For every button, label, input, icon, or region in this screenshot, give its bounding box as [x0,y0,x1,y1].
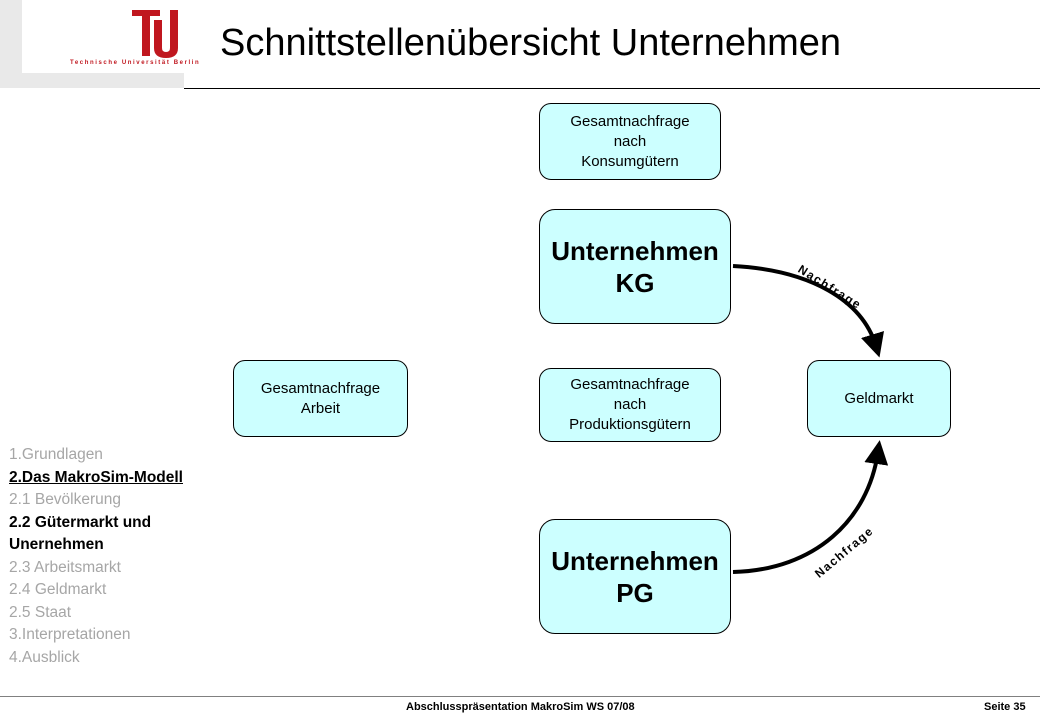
box-gesamtnachfrage-produktionsgueter-label: Gesamtnachfrage nach Produktionsgütern [569,376,691,433]
box-unternehmen-pg: Unternehmen PG [539,519,731,634]
logo-panel: berlin Technische Universität Berlin [0,0,199,88]
box-unternehmen-kg: Unternehmen KG [539,209,731,324]
title-divider [184,88,1040,89]
nav-item-ausblick[interactable]: 4.Ausblick [9,648,80,666]
box-gesamtnachfrage-arbeit: Gesamtnachfrage Arbeit [233,360,408,437]
nachfrage-arrow-pg-to-geldmarkt [732,440,889,574]
box-gesamtnachfrage-konsumgueter-label: Gesamtnachfrage nach Konsumgütern [570,112,690,170]
navigation-list: 1.Grundlagen 2.Das MakroSim-Modell 2.1 B… [9,444,189,669]
box-geldmarkt: Geldmarkt [807,360,951,437]
nav-item-makrosim-modell[interactable]: 2.Das MakroSim-Modell [9,468,183,486]
page-title: Schnittstellenübersicht Unternehmen [220,22,842,64]
nav-item-arbeitsmarkt[interactable]: 2.3 Arbeitsmarkt [9,558,121,576]
box-unternehmen-pg-label: Unternehmen PG [551,545,719,608]
nav-item-guetermarkt[interactable]: 2.2 Gütermarkt und Unernehmen [9,513,152,554]
nav-item-grundlagen[interactable]: 1.Grundlagen [9,446,103,463]
nav-item-staat[interactable]: 2.5 Staat [9,603,72,621]
box-gesamtnachfrage-arbeit-label: Gesamtnachfrage Arbeit [260,379,381,417]
tu-berlin-logo-icon: berlin [132,10,178,58]
nav-item-geldmarkt[interactable]: 2.4 Geldmarkt [9,581,107,598]
box-unternehmen-kg-label: Unternehmen KG [551,235,719,298]
box-gesamtnachfrage-konsumgueter: Gesamtnachfrage nach Konsumgütern [539,103,721,180]
footer-divider [0,696,1040,697]
page-number: Seite 35 [984,701,1026,713]
logo-text: Technische Universität Berlin [70,60,201,66]
box-geldmarkt-label: Geldmarkt [844,389,914,407]
nav-item-interpretationen[interactable]: 3.Interpretationen [9,626,131,643]
footer-title: Abschlusspräsentation MakroSim WS 07/08 [406,701,635,713]
box-gesamtnachfrage-produktionsgueter: Gesamtnachfrage nach Produktionsgütern [539,368,721,442]
nachfrage-arrow-kg-to-geldmarkt [732,264,884,358]
svg-text:berlin: berlin [163,24,172,44]
nav-item-bevoelkerung[interactable]: 2.1 Bevölkerung [9,491,122,508]
